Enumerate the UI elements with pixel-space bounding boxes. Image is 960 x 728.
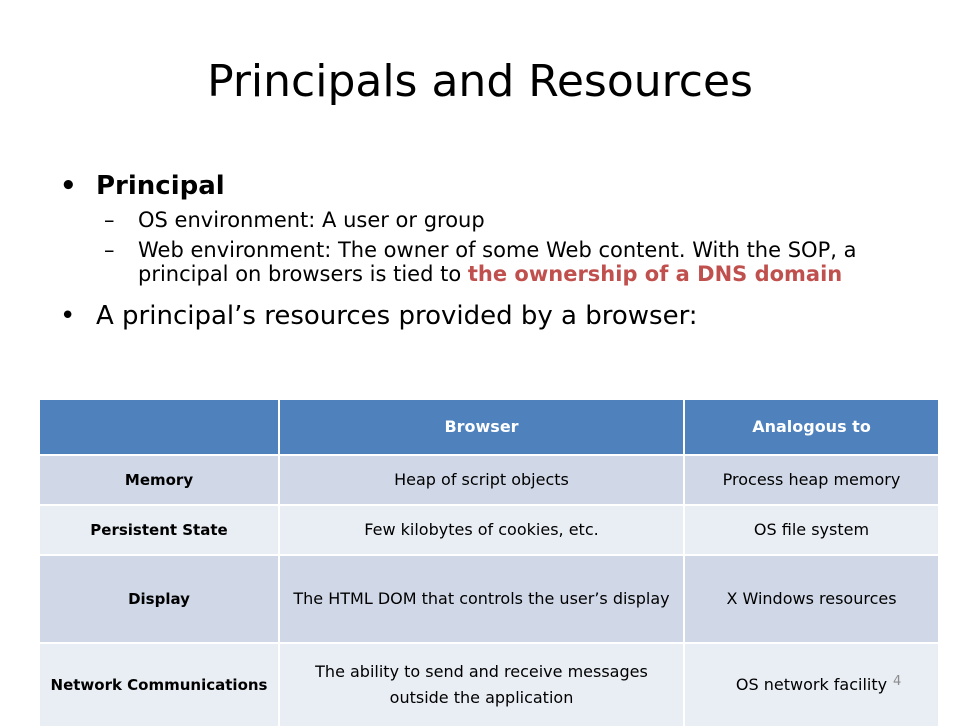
table-cell: Process heap memory [683, 454, 940, 506]
sub-bullet-web: – Web environment: The owner of some Web… [60, 238, 920, 286]
sub-bullet-os: – OS environment: A user or group [60, 208, 920, 232]
sub-bullet-os-text: OS environment: A user or group [138, 208, 485, 232]
bullet-resources: • A principal’s resources provided by a … [60, 300, 920, 332]
table-cell: OS network facility [683, 642, 940, 728]
table-cell: X Windows resources [683, 554, 940, 644]
table-row: Display The HTML DOM that controls the u… [38, 554, 940, 644]
dash-icon: – [104, 238, 115, 262]
table-header-cell [38, 398, 280, 456]
table-row: Network Communications The ability to se… [38, 642, 940, 728]
table-cell: The ability to send and receive messages… [278, 642, 685, 728]
table-header-cell: Browser [278, 398, 685, 456]
sub-bullet-web-text: Web environment: The owner of some Web c… [138, 238, 857, 286]
page-number: 4 [893, 674, 902, 689]
table-header-row: Browser Analogous to [38, 398, 940, 456]
slide-title: Principals and Resources [207, 56, 753, 107]
bullet-resources-text: A principal’s resources provided by a br… [96, 301, 698, 331]
table-cell: OS file system [683, 504, 940, 556]
table-cell: The HTML DOM that controls the user’s di… [278, 554, 685, 644]
bullet-dot-icon: • [60, 301, 76, 331]
table-cell: Few kilobytes of cookies, etc. [278, 504, 685, 556]
table-row: Persistent State Few kilobytes of cookie… [38, 504, 940, 556]
bullet-principal-text: Principal [96, 171, 225, 201]
bullet-principal: • Principal [60, 170, 920, 202]
bullet-dot-icon: • [60, 171, 77, 201]
table-header-cell: Analogous to [683, 398, 940, 456]
bullet-list: • Principal – OS environment: A user or … [60, 170, 920, 332]
table-cell: Heap of script objects [278, 454, 685, 506]
row-header-cell: Network Communications [38, 642, 280, 728]
table-row: Memory Heap of script objects Process he… [38, 454, 940, 506]
dash-icon: – [104, 208, 115, 232]
row-header-cell: Display [38, 554, 280, 644]
row-header-cell: Persistent State [38, 504, 280, 556]
resources-table: Browser Analogous to Memory Heap of scri… [38, 398, 940, 728]
row-header-cell: Memory [38, 454, 280, 506]
sub-bullet-web-highlight: the ownership of a DNS domain [467, 262, 843, 286]
